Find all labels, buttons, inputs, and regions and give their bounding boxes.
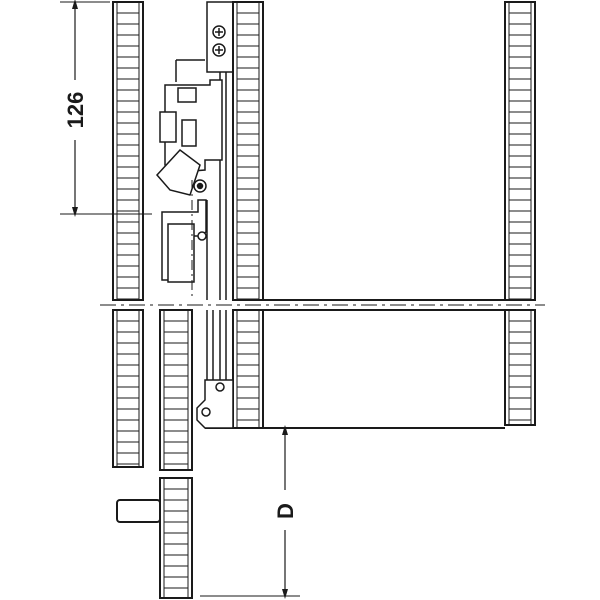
drawer-front-panel [159,309,193,599]
panel-edge-pattern [163,309,189,471]
lift-mechanism [155,59,223,196]
dimension-126: 126 [60,0,152,217]
left-side-panel-lower [112,309,144,468]
right-side-panel [504,1,536,426]
dimension-d: D [200,425,300,599]
panel-edge-pattern [508,309,532,426]
door-panel [232,1,264,429]
panel-edge-pattern [116,1,140,301]
left-side-panel-upper [112,1,144,301]
handle-knob [116,499,161,523]
flap-hinge-arm [161,199,207,283]
mounting-screw-icon [212,25,226,57]
flap-bracket [196,379,234,429]
panel-edge-pattern [116,309,140,468]
panel-edge-pattern [163,477,189,599]
panel-edge-pattern [508,1,532,301]
dimension-label-126: 126 [63,92,88,129]
panel-edge-pattern [236,1,260,301]
dimension-label-d: D [273,503,298,519]
flap-body [205,299,505,429]
fitting-rail [206,1,234,380]
